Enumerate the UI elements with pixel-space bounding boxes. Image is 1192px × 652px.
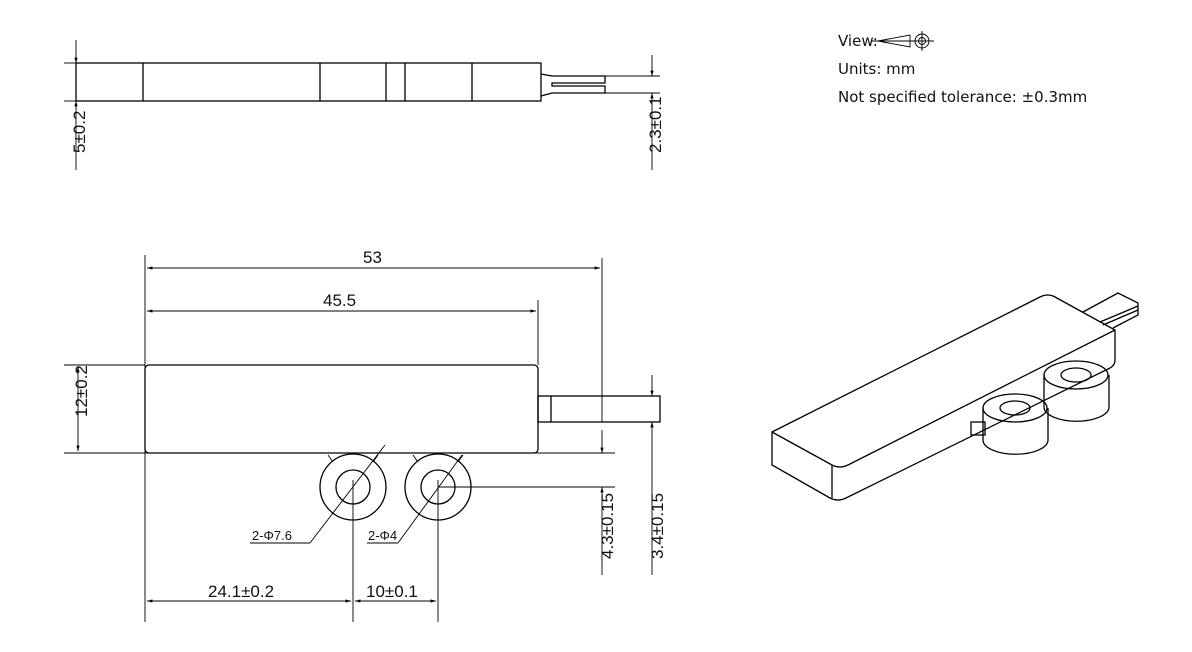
legend-units: Units: mm: [838, 60, 916, 78]
dim-pin-thickness: 2.3±0.1: [646, 96, 665, 153]
isometric-view: [771, 292, 1139, 501]
top-view: [64, 40, 660, 170]
dim-hole-spacing: 10±0.1: [366, 582, 418, 601]
dim-hole-offset-x: 24.1±0.2: [208, 582, 274, 601]
dim-thickness: 5±0.2: [70, 111, 89, 153]
dim-inner-diameter: 2-Φ4: [368, 528, 397, 543]
dim-overall-length: 53: [363, 248, 382, 267]
legend-tolerance: Not specified tolerance: ±0.3mm: [838, 88, 1088, 106]
front-view: [64, 255, 661, 622]
dim-body-length: 45.5: [323, 291, 356, 310]
dim-body-height: 12±0.2: [72, 365, 91, 417]
legend-view: View:: [838, 32, 878, 50]
dim-pin-offset-y: 3.4±0.15: [648, 493, 667, 559]
dim-hole-offset-y: 4.3±0.15: [598, 493, 617, 559]
projection-symbol-icon: [872, 31, 934, 51]
dim-outer-diameter: 2-Φ7.6: [252, 528, 292, 543]
